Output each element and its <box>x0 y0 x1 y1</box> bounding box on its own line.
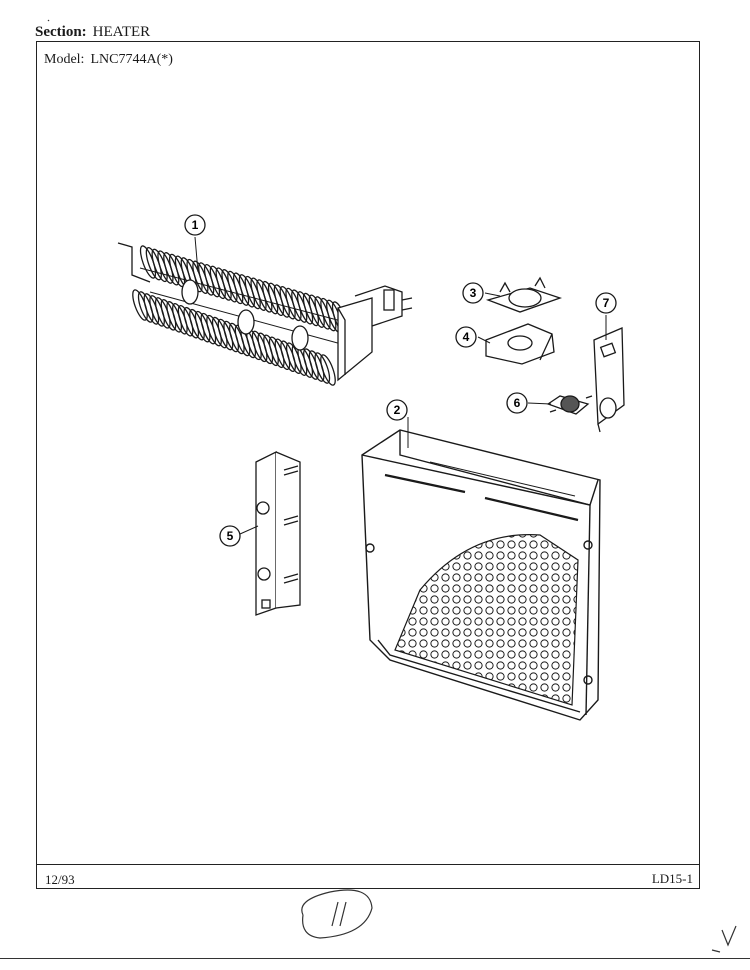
model-line: Model: LNC7744A(*) <box>44 52 173 68</box>
model-value: LNC7744A(*) <box>90 52 173 67</box>
terminal-block-icon <box>255 450 301 616</box>
callout-label-1: 1 <box>192 218 199 232</box>
coil-loop <box>320 354 336 386</box>
callout-label-6: 6 <box>514 396 521 410</box>
diagram-frame: Model: LNC7744A(*) 12/93 LD15-1 <box>36 41 700 889</box>
callout-leaders <box>194 236 607 535</box>
footer-divider <box>37 864 699 865</box>
callout-circle-3 <box>462 282 484 304</box>
vented-housing-icon <box>361 429 601 721</box>
page-bottom-rule <box>0 958 750 959</box>
coil-loop <box>314 352 331 384</box>
section-value: HEATER <box>92 24 151 40</box>
callout-circle-7 <box>595 292 617 314</box>
callout-label-7: 7 <box>603 296 610 310</box>
thermostat-icon <box>485 276 563 313</box>
heater-coil-icon <box>117 242 413 386</box>
callout-label-4: 4 <box>463 330 470 344</box>
callout-label-3: 3 <box>470 286 477 300</box>
coil-lower-row <box>132 289 336 386</box>
callout-label-2: 2 <box>394 403 401 417</box>
bracket-icon <box>485 323 555 365</box>
handwritten-mark <box>47 19 737 953</box>
model-label: Model: <box>44 52 85 67</box>
callout-circle-2 <box>386 399 408 421</box>
fuse-bracket-icon <box>593 327 625 433</box>
page-number: LD15-1 <box>651 871 693 886</box>
revision-date: 12/93 <box>45 872 75 887</box>
section-label: Section: <box>35 24 87 40</box>
callout-markers: 1 2 3 4 5 6 7 <box>184 214 617 547</box>
section-title: Section: HEATER <box>35 24 150 41</box>
callout-circle-6 <box>506 392 528 414</box>
callout-circle-5 <box>219 525 241 547</box>
callout-circle-4 <box>455 326 477 348</box>
callout-circle-1 <box>184 214 206 236</box>
thermal-fuse-icon <box>546 395 593 415</box>
callout-label-5: 5 <box>227 529 234 543</box>
